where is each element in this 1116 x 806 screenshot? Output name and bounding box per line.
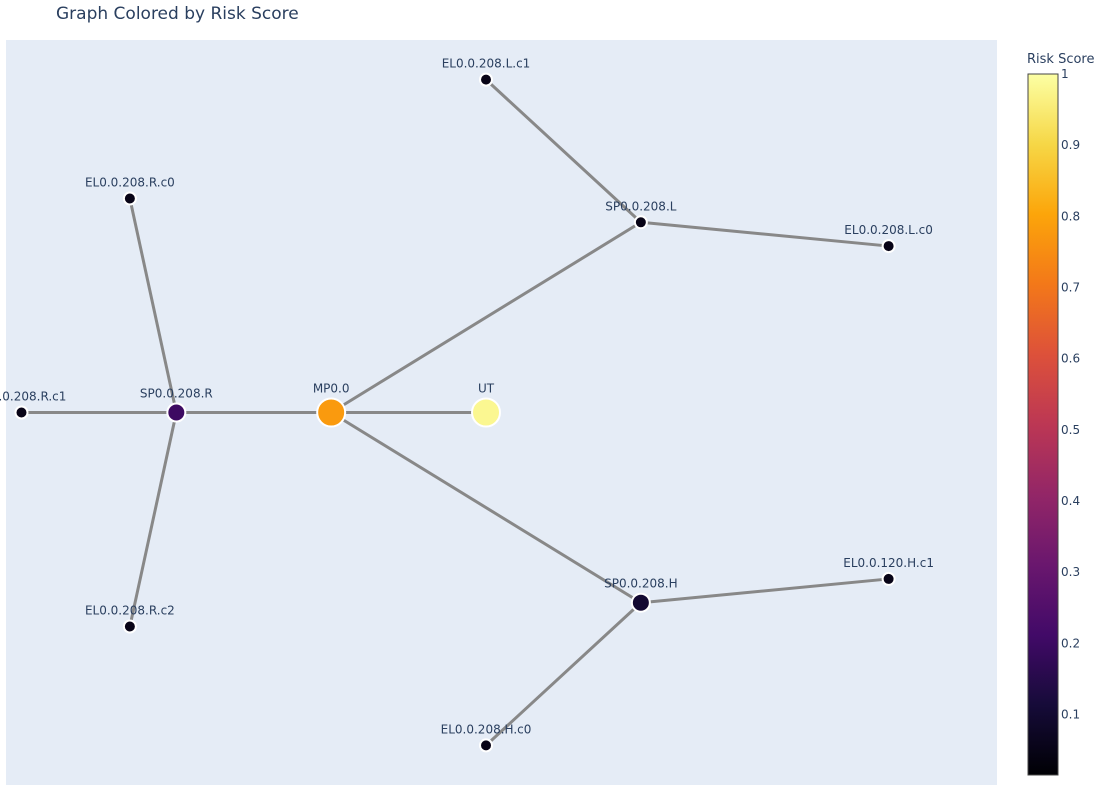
colorbar-tick-label: 0.1 [1061, 708, 1080, 722]
edge-SP0.0.208.L-EL0.0.208.L.c1 [484, 78, 642, 224]
node-EL0.0.208.L.c0[interactable] [881, 239, 896, 254]
node-MP0.0[interactable] [316, 397, 347, 428]
node-label-EL0.0.120.H.c1: EL0.0.120.H.c1 [843, 556, 934, 570]
node-label-EL0.0.208.R.c1: EL0.0.208.R.c1 [0, 390, 66, 404]
chart-title: Graph Colored by Risk Score [56, 4, 299, 24]
node-EL0.0.208.R.c1[interactable] [14, 405, 29, 420]
colorbar: Risk Score 0.1 0.2 0.3 0.4 0.5 0.6 0.7 0.8 0.9 1 [1027, 52, 1095, 776]
node-label-UT: UT [478, 382, 495, 396]
edge-MP0.0-SP0.0.208.H [330, 411, 642, 604]
colorbar-gradient [1027, 73, 1059, 776]
node-label-SP0.0.208.L: SP0.0.208.L [605, 199, 676, 213]
node-label-EL0.0.208.R.c2: EL0.0.208.R.c2 [85, 603, 175, 617]
labels-layer: MP0.0 UT SP0.0.208.R SP0.0.208.L SP0.0.208.H… [0, 57, 934, 737]
edge-SP0.0.208.H-EL0.0.120.H.c1 [640, 577, 889, 605]
colorbar-tick-label: 0.3 [1061, 565, 1080, 579]
node-label-EL0.0.208.L.c1: EL0.0.208.L.c1 [442, 57, 531, 71]
node-EL0.0.208.H.c0[interactable] [479, 738, 494, 753]
colorbar-tick-label: 0.9 [1061, 138, 1080, 152]
node-EL0.0.208.R.c2[interactable] [122, 619, 137, 634]
node-label-MP0.0: MP0.0 [313, 382, 350, 396]
colorbar-tick-label: 0.6 [1061, 352, 1080, 366]
node-label-EL0.0.208.H.c0: EL0.0.208.H.c0 [441, 722, 532, 736]
node-EL0.0.120.H.c1[interactable] [881, 571, 896, 586]
edges-layer [21, 78, 889, 747]
node-SP0.0.208.H[interactable] [630, 592, 651, 613]
colorbar-tick-label: 0.4 [1061, 494, 1080, 508]
edge-SP0.0.208.L-EL0.0.208.L.c0 [640, 220, 889, 248]
edge-MP0.0-SP0.0.208.L [330, 221, 642, 414]
edge-SP0.0.208.R-EL0.0.208.R.c0 [128, 198, 178, 413]
nodes-layer [14, 72, 896, 753]
node-UT[interactable] [471, 397, 502, 428]
node-label-SP0.0.208.R: SP0.0.208.R [140, 387, 213, 401]
colorbar-tick-label: 1 [1061, 67, 1069, 81]
colorbar-tick-label: 0.5 [1061, 423, 1080, 437]
node-label-EL0.0.208.L.c0: EL0.0.208.L.c0 [844, 223, 933, 237]
node-SP0.0.208.L[interactable] [633, 215, 648, 230]
node-EL0.0.208.L.c1[interactable] [479, 72, 494, 87]
node-label-SP0.0.208.H: SP0.0.208.H [604, 577, 678, 591]
colorbar-tick-label: 0.8 [1061, 209, 1080, 223]
node-SP0.0.208.R[interactable] [166, 402, 187, 423]
colorbar-title: Risk Score [1027, 52, 1095, 67]
edge-SP0.0.208.R-EL0.0.208.R.c2 [128, 412, 178, 627]
node-label-EL0.0.208.R.c0: EL0.0.208.R.c0 [85, 176, 175, 190]
node-EL0.0.208.R.c0[interactable] [122, 191, 137, 206]
colorbar-tick-label: 0.7 [1061, 281, 1080, 295]
colorbar-tick-label: 0.2 [1061, 636, 1080, 650]
edge-SP0.0.208.H-EL0.0.208.H.c0 [484, 601, 642, 747]
